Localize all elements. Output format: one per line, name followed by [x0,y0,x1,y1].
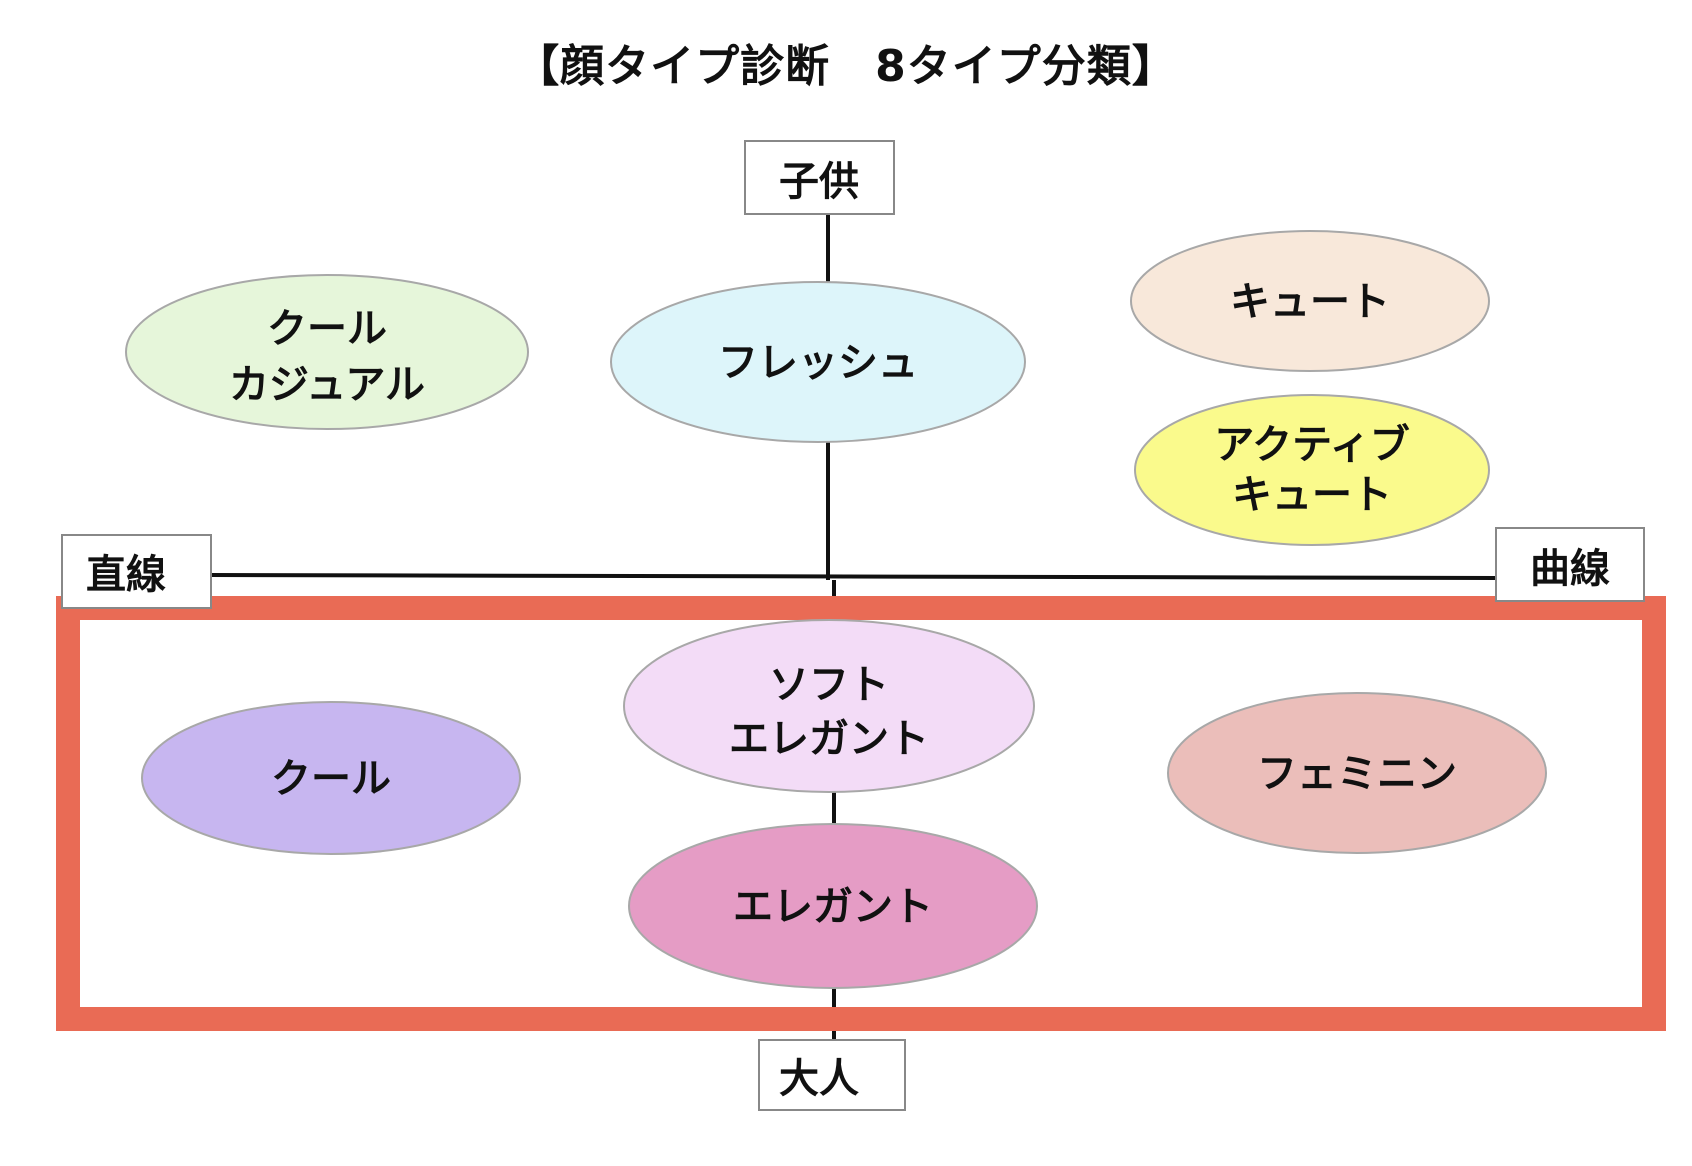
type-active-cute-line1: アクティブ [1214,422,1410,468]
type-fresh: フレッシュ [610,281,1026,443]
axis-label-left: 直線 [61,534,212,609]
type-cute: キュート [1130,230,1490,372]
horizontal-axis [209,573,1496,580]
diagram-title: 【顔タイプ診断 8タイプ分類】 [515,41,1177,92]
type-elegant: エレガント [628,823,1038,989]
axis-label-right: 曲線 [1495,527,1645,602]
type-soft-elegant-line2: エレガント [729,716,929,762]
type-fresh-line1: フレッシュ [718,340,918,386]
type-cool-casual-line1: クール [267,306,387,352]
axis-label-left-text: 直線 [86,552,166,598]
axis-label-bottom: 大人 [758,1039,906,1111]
type-feminine-line1: フェミニン [1257,751,1457,797]
type-feminine: フェミニン [1167,692,1547,854]
type-cool-casual-line2: カジュアル [229,362,425,408]
axis-label-top: 子供 [744,140,895,215]
type-cool-casual: クール カジュアル [125,274,529,430]
axis-label-right-text: 曲線 [1530,546,1610,592]
type-active-cute-line2: キュート [1232,472,1392,518]
highlight-frame [56,596,1666,1031]
type-soft-elegant: ソフト エレガント [623,619,1035,793]
type-cool-line1: クール [271,756,391,802]
type-cute-line1: キュート [1230,279,1390,325]
axis-label-bottom-text: 大人 [779,1056,859,1102]
type-active-cute: アクティブ キュート [1134,394,1490,546]
type-elegant-line1: エレガント [733,884,933,930]
type-soft-elegant-line1: ソフト [769,662,889,708]
axis-label-top-text: 子供 [779,159,859,205]
type-cool: クール [141,701,521,855]
